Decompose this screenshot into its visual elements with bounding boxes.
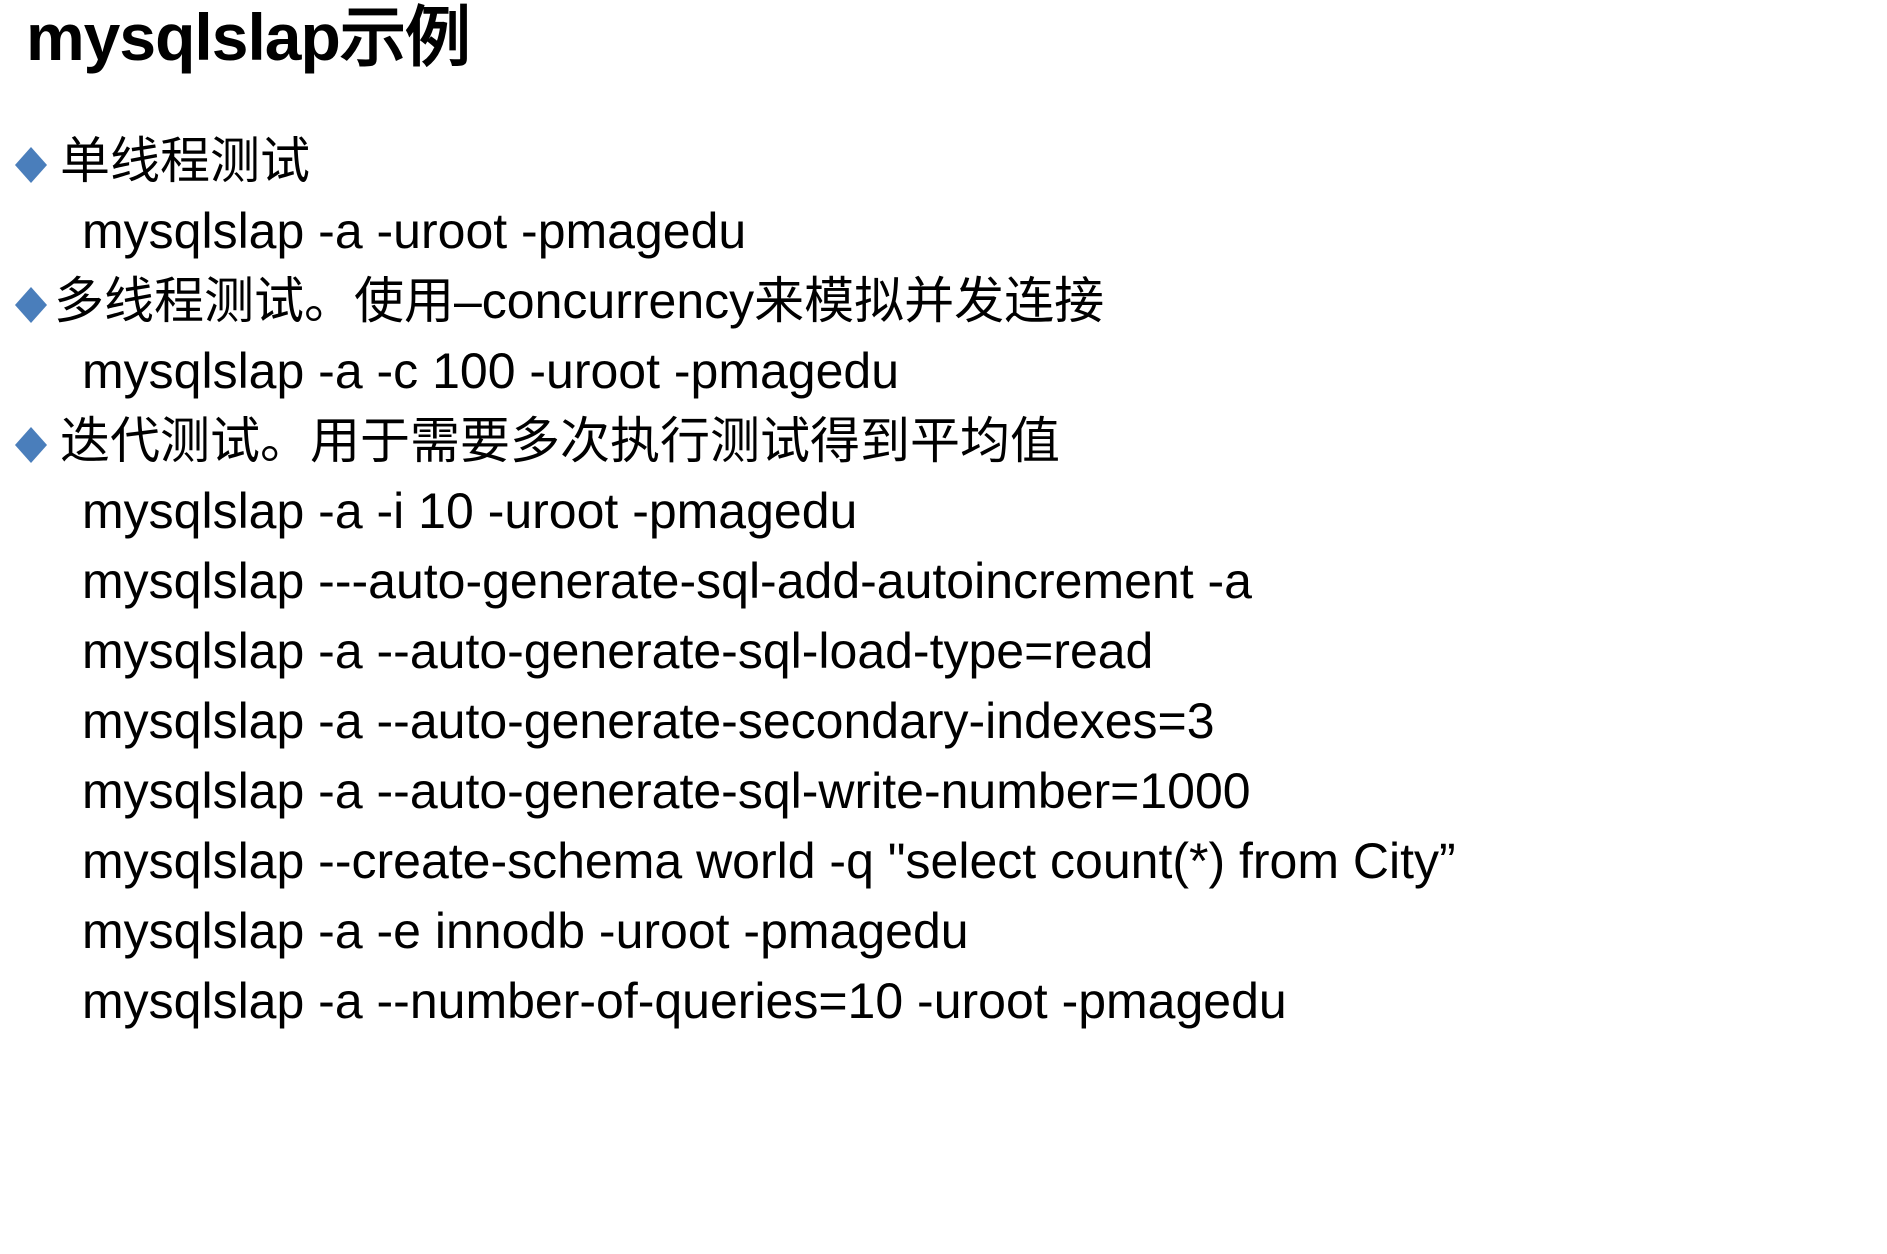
command-list-item: mysqlslap -a -i 10 -uroot -pmagedu [14, 476, 1874, 546]
bullet-list-item: 迭代测试。用于需要多次执行测试得到平均值 [14, 406, 1874, 476]
page-title: mysqlslap示例 [26, 0, 471, 74]
bullet-list-item: 单线程测试 [14, 126, 1874, 196]
command-list-item: mysqlslap --create-schema world -q "sele… [14, 826, 1874, 896]
command-text: mysqlslap -a -i 10 -uroot -pmagedu [82, 483, 858, 539]
bullet-item-label: 单线程测试 [60, 133, 310, 189]
diamond-bullet-icon [14, 419, 60, 489]
command-list-item: mysqlslap -a -e innodb -uroot -pmagedu [14, 896, 1874, 966]
slide-body: 单线程测试 mysqlslap -a -uroot -pmagedu 多线程测试。使… [14, 126, 1874, 1036]
command-list-item: mysqlslap -a --auto-generate-sql-load-ty… [14, 616, 1874, 686]
command-list-item: mysqlslap -a --auto-generate-sql-write-n… [14, 756, 1874, 826]
command-text: mysqlslap -a --auto-generate-sql-load-ty… [82, 623, 1154, 679]
command-text: mysqlslap -a --auto-generate-sql-write-n… [82, 763, 1251, 819]
command-text: mysqlslap -a -uroot -pmagedu [82, 203, 747, 259]
bullet-item-label: 多线程测试。使用–concurrency来模拟并发连接 [54, 273, 1105, 329]
diamond-bullet-icon [14, 139, 60, 209]
command-text: mysqlslap -a -e innodb -uroot -pmagedu [82, 903, 969, 959]
command-list-item: mysqlslap -a -uroot -pmagedu [14, 196, 1874, 266]
command-text: mysqlslap --create-schema world -q "sele… [82, 833, 1456, 889]
command-list-item: mysqlslap -a --auto-generate-secondary-i… [14, 686, 1874, 756]
command-text: mysqlslap ---auto-generate-sql-add-autoi… [82, 553, 1252, 609]
command-text: mysqlslap -a --auto-generate-secondary-i… [82, 693, 1215, 749]
bullet-list-item: 多线程测试。使用–concurrency来模拟并发连接 [14, 266, 1874, 336]
bullet-item-label: 迭代测试。用于需要多次执行测试得到平均值 [60, 413, 1060, 469]
command-list-item: mysqlslap -a --number-of-queries=10 -uro… [14, 966, 1874, 1036]
command-text: mysqlslap -a -c 100 -uroot -pmagedu [82, 343, 900, 399]
command-text: mysqlslap -a --number-of-queries=10 -uro… [82, 973, 1287, 1029]
command-list-item: mysqlslap ---auto-generate-sql-add-autoi… [14, 546, 1874, 616]
diamond-bullet-icon [14, 279, 60, 349]
command-list-item: mysqlslap -a -c 100 -uroot -pmagedu [14, 336, 1874, 406]
